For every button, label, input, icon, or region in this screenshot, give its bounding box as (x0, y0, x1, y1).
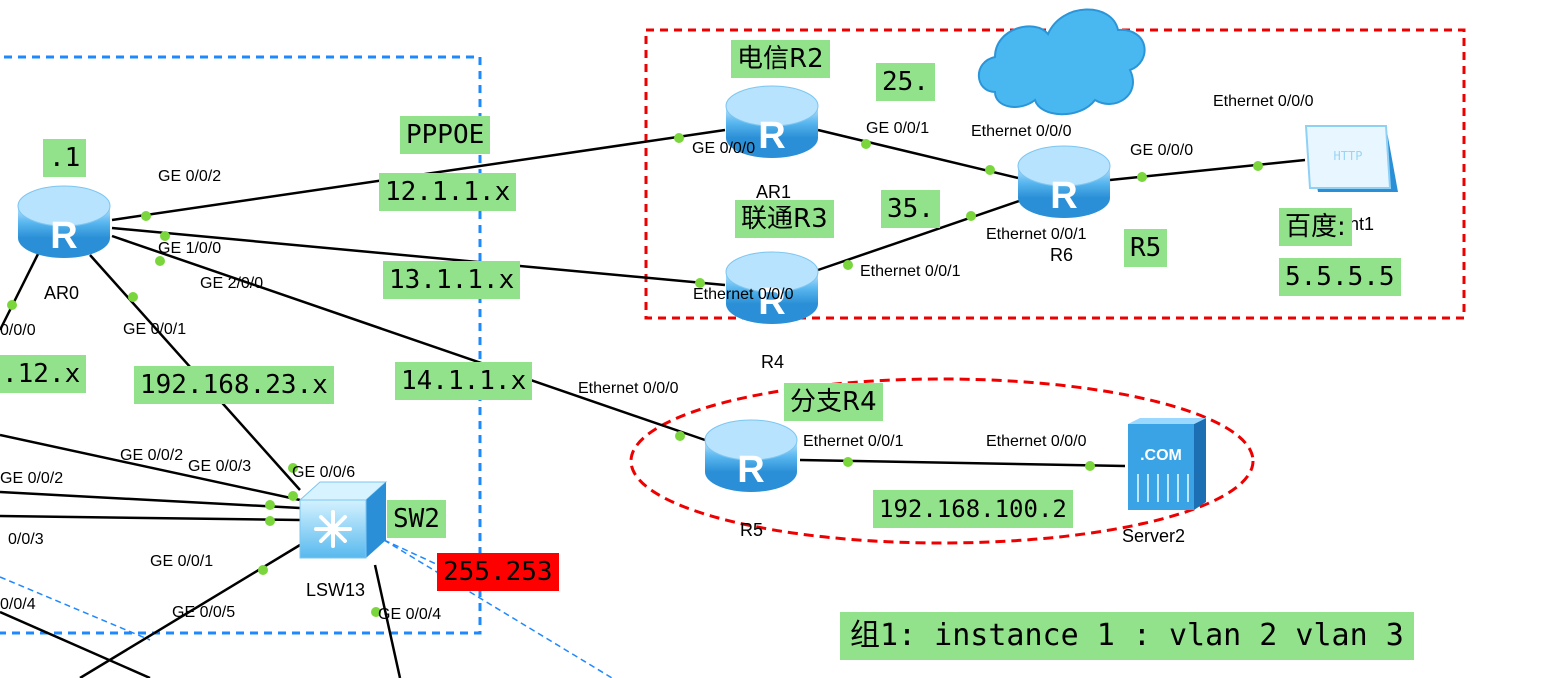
svg-text:R: R (758, 281, 785, 323)
port-label: GE 0/0/4 (378, 606, 442, 623)
annotation-ar0-ip: .1 (43, 139, 87, 177)
port-label: Ethernet 0/0/1 (860, 263, 961, 280)
router-icon[interactable]: R (16, 178, 112, 267)
branch-zone-boundary (629, 377, 1255, 545)
router-icon[interactable]: R (724, 244, 820, 333)
dashed-link (383, 539, 461, 576)
device-name-ar0: AR0 (44, 283, 80, 303)
link-left-sw3 (0, 514, 301, 522)
link-ar0-left (0, 249, 42, 331)
annotation-net14: 14.1.1.x (395, 362, 533, 400)
port-label: Ethernet 0/0/0 (578, 380, 679, 397)
port-label: Ethernet 0/0/0 (693, 286, 794, 303)
svg-text:R: R (1050, 175, 1077, 217)
annotation-net192-23: 192.168.23.x (134, 366, 334, 404)
router-icon[interactable]: R (703, 412, 799, 501)
port-label: GE 1/0/0 (158, 240, 222, 257)
link-left-sw2 (0, 490, 301, 510)
link-r4-r6 (817, 198, 1023, 272)
port-label: Ethernet 0/0/1 (803, 433, 904, 450)
router-icon[interactable]: R (724, 78, 820, 167)
annotation-r5: R5 (1124, 229, 1168, 267)
link-ar0-r5 (111, 234, 706, 442)
annotation-telecom-r2: 电信R2 (731, 40, 830, 78)
link-left-sw1 (0, 433, 301, 502)
port-label: Ethernet 0/0/1 (986, 226, 1087, 243)
annotation-35: 35. (881, 190, 940, 228)
port-label: GE 0/0/1 (150, 553, 214, 570)
port-label: 0/0/3 (8, 531, 44, 548)
port-label: GE 0/0/2 (0, 470, 64, 487)
router-icon[interactable]: R (1016, 138, 1112, 227)
svg-text:R: R (50, 215, 77, 257)
annotation-pppoe: PPPOE (400, 116, 491, 154)
cloud-icon (977, 8, 1146, 116)
port-label: GE 0/0/5 (172, 604, 236, 621)
port-label: 0/0/4 (0, 596, 36, 613)
svg-text:R: R (758, 115, 785, 157)
http-client-icon[interactable]: HTTP (1302, 118, 1400, 203)
svg-text:.COM: .COM (1140, 447, 1182, 464)
port-label: GE 0/0/2 (158, 168, 222, 185)
device-name-r4: R4 (761, 352, 785, 372)
device-name-lsw13: LSW13 (306, 580, 366, 600)
port-label: GE 0/0/1 (123, 321, 187, 338)
port-label: GE 2/0/0 (200, 275, 264, 292)
device-name-r5: R5 (740, 520, 764, 540)
server-icon[interactable]: .COM (1124, 418, 1210, 519)
annotation-mask: 255.253 (437, 553, 559, 591)
port-label: GE 0/0/1 (866, 120, 930, 137)
link-ar0-r4 (111, 226, 726, 287)
blue-zone-boundary (0, 55, 482, 635)
annotation-25: 25. (876, 63, 935, 101)
annotation-net13: 13.1.1.x (383, 261, 521, 299)
svg-text:HTTP: HTTP (1334, 149, 1363, 163)
switch-icon[interactable] (298, 478, 388, 567)
annotation-baidu-ip: 5.5.5.5 (1279, 258, 1401, 296)
svg-text:R: R (737, 449, 764, 491)
port-label: GE 0/0/0 (692, 140, 756, 157)
link-left-bottom (0, 610, 151, 678)
annotation-unicom-r3: 联通R3 (735, 200, 834, 238)
annotation-branch-r4: 分支R4 (784, 383, 883, 421)
port-label: Ethernet 0/0/0 (986, 433, 1087, 450)
device-name-r6: R6 (1050, 245, 1074, 265)
annotation-mstp-instance: 组1: instance 1 : vlan 2 vlan 3 (840, 612, 1414, 660)
port-label: GE 0/0/6 (292, 464, 356, 481)
dashed-link (0, 576, 151, 641)
device-name-server2: Server2 (1122, 526, 1186, 546)
annotation-left12: .12.x (0, 355, 87, 393)
link-sw-bottom (373, 564, 402, 678)
link-r5-server (799, 458, 1126, 468)
port-label: 0/0/0 (0, 322, 36, 339)
annotation-net100: 192.168.100.2 (873, 490, 1073, 528)
device-name-ar1: AR1 (756, 182, 792, 202)
port-label: Ethernet 0/0/0 (971, 123, 1072, 140)
port-label: GE 0/0/3 (188, 458, 252, 475)
port-label: GE 0/0/0 (1130, 142, 1194, 159)
annotation-sw2: SW2 (387, 500, 446, 538)
port-label: GE 0/0/2 (120, 447, 184, 464)
port-label: Ethernet 0/0/0 (1213, 93, 1314, 110)
annotation-net12: 12.1.1.x (379, 173, 517, 211)
annotation-baidu: 百度: (1279, 208, 1352, 246)
link-ar1-r6 (817, 128, 1019, 180)
dashed-link (383, 539, 613, 678)
